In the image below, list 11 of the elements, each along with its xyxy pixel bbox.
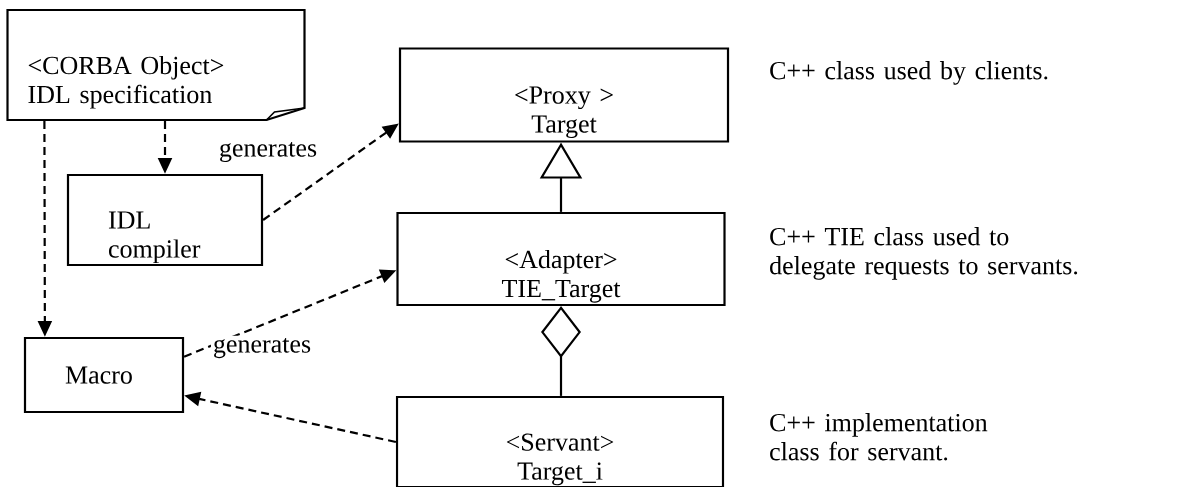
class-box: <Proxy > Target: [398, 47, 730, 143]
edge-label: generates: [210, 335, 314, 361]
class-box: <Servant> Target_i: [395, 395, 725, 487]
side-note: C++ TIE class used to delegate requests to servants.: [770, 227, 1078, 280]
aggregation-line: [541, 306, 581, 396]
side-note: C++ implementation class for servant.: [770, 413, 988, 461]
class-box: <Adapter> TIE_Target: [396, 211, 726, 307]
side-note: C++ class used by clients.: [770, 61, 1048, 85]
process-box: Macro: [23, 336, 185, 414]
edge-label: generates: [216, 139, 320, 165]
process-box: IDL compiler: [66, 173, 264, 267]
